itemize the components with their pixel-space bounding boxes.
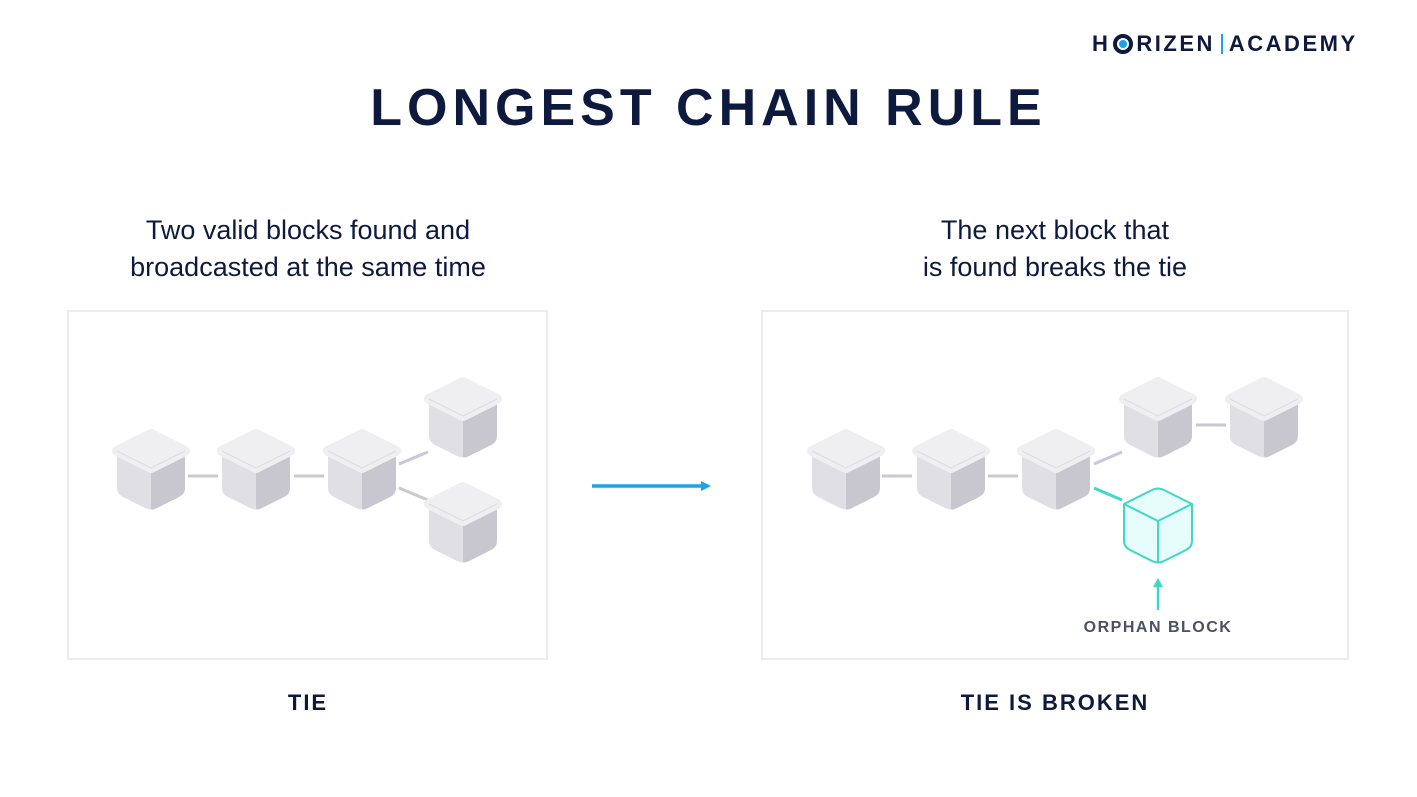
orphan-link [1094,488,1122,500]
left-block-1 [117,434,185,510]
left-label: TIE [68,690,548,716]
left-link-3 [399,452,428,464]
right-link-3 [1094,452,1122,464]
right-block-3 [1022,434,1090,510]
right-block-1 [812,434,880,510]
left-block-3 [328,434,396,510]
left-link-4 [399,488,428,500]
left-block-fork-bottom [429,487,497,563]
orphan-block [1124,489,1192,563]
right-block-new [1230,382,1298,458]
right-label: TIE IS BROKEN [762,690,1348,716]
right-block-2 [917,434,985,510]
left-block-2 [222,434,290,510]
left-block-fork-top [429,382,497,458]
orphan-block-label: ORPHAN BLOCK [1084,619,1233,636]
right-block-winning [1124,382,1192,458]
orphan-pointer-arrowhead-icon [1153,578,1163,587]
